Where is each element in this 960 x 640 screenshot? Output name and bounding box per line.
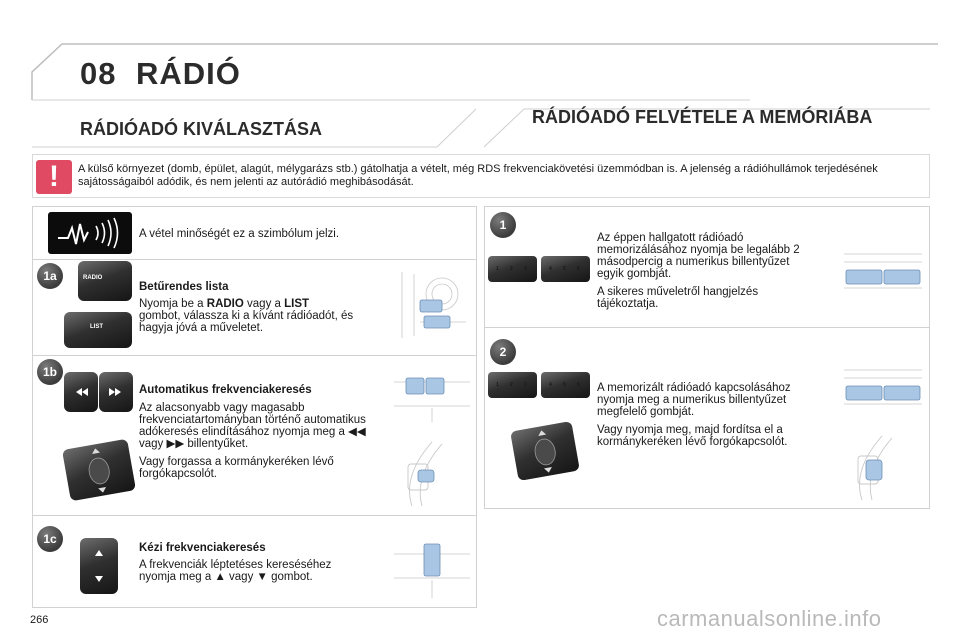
keypad-key: 2 (510, 382, 513, 388)
step-1a-text: Nyomja be a RADIO vagy a LIST gombot, vá… (139, 298, 354, 334)
page-title: RÁDIÓ (136, 56, 241, 91)
keypad-key: 4 (549, 382, 552, 388)
radio-button: RADIO (78, 261, 132, 301)
step-2-text: A memorizált rádióadó kapcsolásához nyom… (597, 382, 791, 448)
left-section-title: RÁDIÓADÓ KIVÁLASZTÁSA (80, 119, 322, 139)
seek-panel-drawing (394, 377, 470, 422)
seek-back-icon (76, 388, 88, 396)
keypad-key: 4 (549, 266, 552, 272)
step-1c-title: Kézi frekvenciakeresés (139, 542, 266, 554)
step-badge-2: 2 (490, 339, 516, 365)
keypad-key: 3 (524, 382, 527, 388)
header-frame (31, 43, 938, 101)
seek-forward-icon: ▶▶ (166, 438, 185, 450)
triangle-down-icon: ▼ (256, 571, 268, 583)
step-1b-title: Automatikus frekvenciakeresés (139, 384, 312, 396)
keypad-key: 5 (563, 266, 566, 272)
warning-icon: ! (36, 160, 72, 194)
divider (32, 515, 477, 516)
seek-back-icon: ◀◀ (348, 426, 366, 438)
warning-text: A külső környezet (domb, épület, alagút,… (78, 163, 878, 188)
divider (32, 355, 477, 356)
keypad-left-group (488, 372, 537, 398)
preset-keypad: 1 2 3 4 5 6 (488, 256, 590, 282)
triangle-up-icon (95, 550, 103, 556)
keypad-key: 2 (510, 266, 513, 272)
keypad-right-group (541, 256, 590, 282)
left-section-frame (32, 108, 477, 148)
right-section-title: RÁDIÓADÓ FELVÉTELE A MEMÓRIÁBA (532, 107, 873, 127)
keypad-key: 1 (496, 266, 499, 272)
divider (32, 259, 477, 260)
right-section-frame (484, 108, 930, 148)
list-button: LIST (64, 312, 132, 348)
steering-wheel-drawing (857, 435, 893, 501)
step-badge-1a: 1a (37, 263, 63, 289)
step-1b-text: Az alacsonyabb vagy magasabb frekvenciat… (139, 402, 366, 480)
keypad-key: 6 (577, 382, 580, 388)
keypad-panel-drawing (844, 369, 922, 405)
keypad-key: 3 (524, 266, 527, 272)
radio-button-label: RADIO (83, 275, 103, 281)
step-badge-1c: 1c (37, 526, 63, 552)
list-button-label: LIST (90, 324, 103, 330)
radio-panel-drawing (394, 266, 470, 344)
step-panel-drawing (394, 543, 470, 598)
keypad-right-group (541, 372, 590, 398)
preset-keypad: 1 2 3 4 5 6 (488, 372, 590, 398)
reception-quality-icon (48, 212, 132, 254)
triangle-down-icon (95, 576, 103, 582)
seek-forward-icon (109, 388, 121, 396)
page-number: 266 (30, 614, 49, 626)
triangle-up-icon: ▲ (214, 571, 226, 583)
keypad-key: 1 (496, 382, 499, 388)
step-badge-1: 1 (490, 212, 516, 238)
watermark: carmanualsonline.info (657, 606, 882, 631)
step-1-text: Az éppen hallgatott rádióadó memorizálás… (597, 232, 800, 310)
seek-back-button (64, 372, 98, 412)
steering-rotary-switch (61, 438, 137, 502)
keypad-panel-drawing (844, 253, 922, 289)
keypad-key: 5 (563, 382, 566, 388)
chapter-number: 08 (80, 56, 117, 91)
steering-rotary-switch (510, 420, 580, 482)
reception-text: A vétel minőségét ez a szimbólum jelzi. (139, 228, 340, 240)
divider (484, 327, 930, 328)
step-1c-text: A frekvenciák léptetéses kereséséhez nyo… (139, 559, 332, 583)
keypad-key: 6 (577, 266, 580, 272)
step-badge-1b: 1b (37, 359, 63, 385)
steering-wheel-drawing (407, 441, 443, 507)
step-1a-title: Betűrendes lista (139, 281, 229, 293)
seek-forward-button (99, 372, 133, 412)
warning-box (32, 154, 930, 198)
manual-step-button (80, 538, 118, 594)
keypad-left-group (488, 256, 537, 282)
